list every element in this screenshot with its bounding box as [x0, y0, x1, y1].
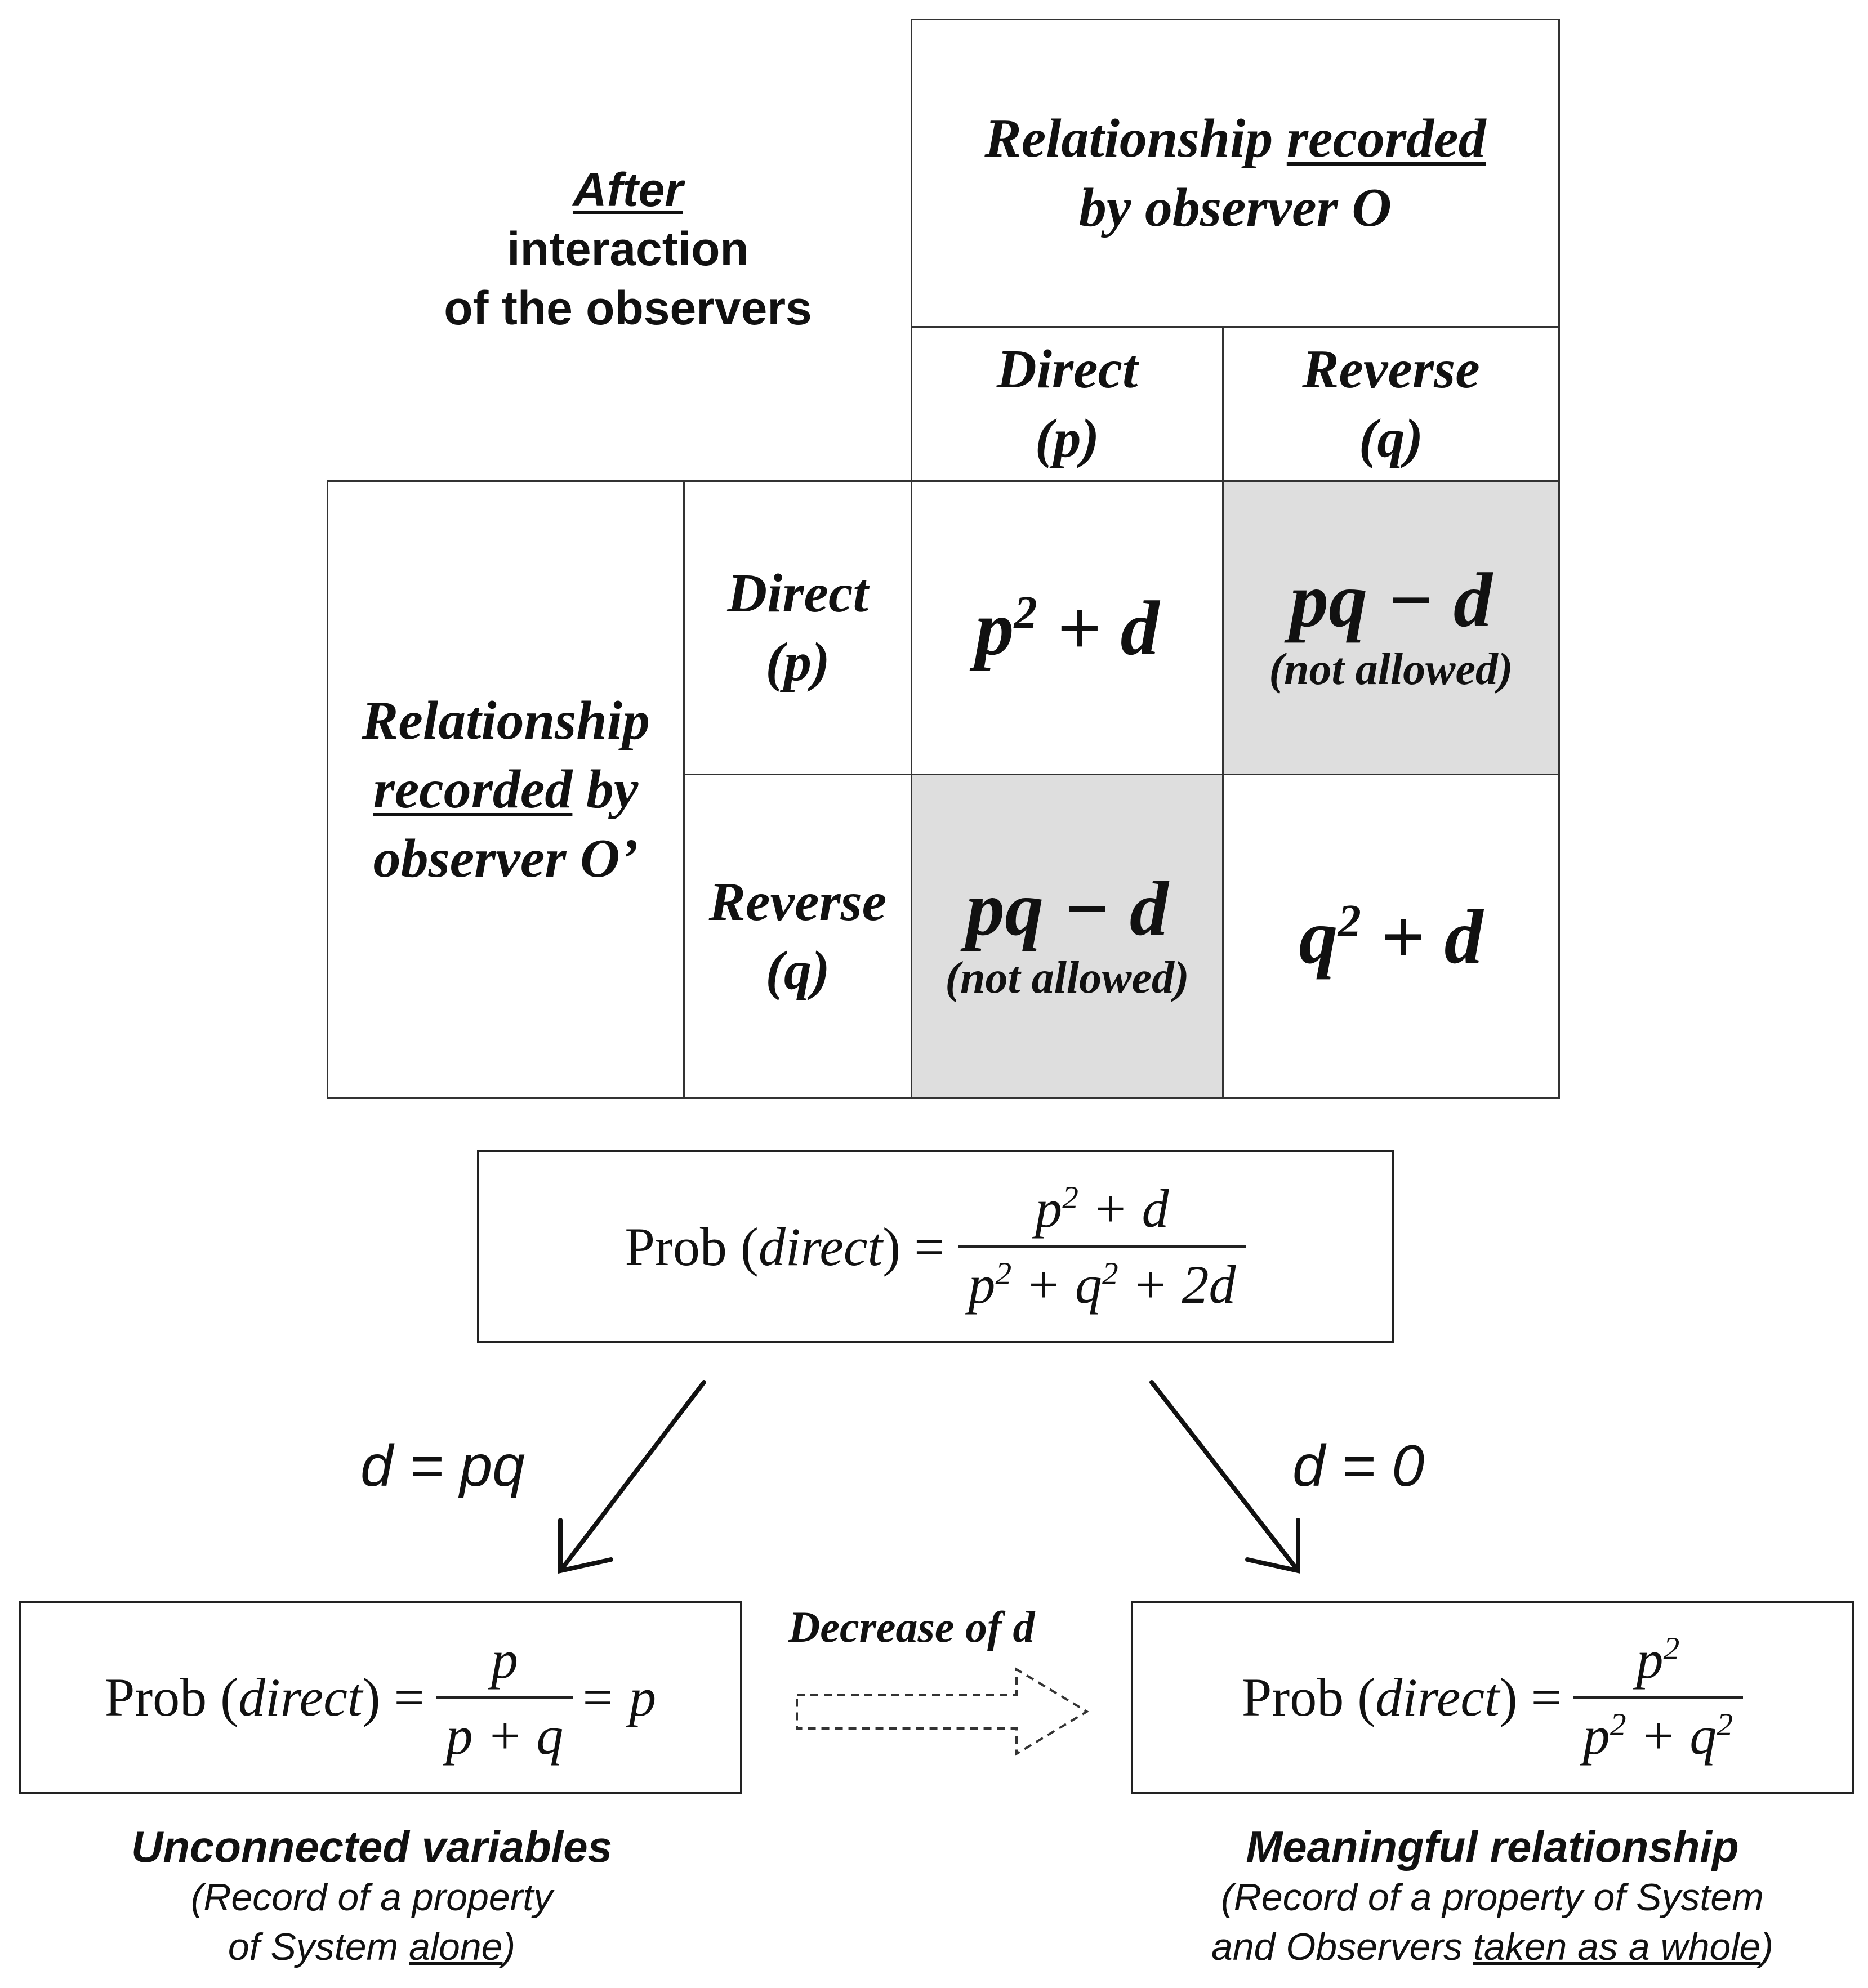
top-num-exp: 2: [1062, 1180, 1078, 1216]
right-formula-direct: direct: [1375, 1667, 1500, 1727]
top-den-exp2: 2: [1102, 1256, 1118, 1292]
left-condition: d = pq: [360, 1433, 525, 1499]
left-caption-sub1: (Record of a property: [190, 1876, 553, 1919]
right-num-p: p: [1636, 1629, 1664, 1690]
left-den: p + q: [435, 1696, 574, 1767]
right-caption-sub1: (Record of a property of System: [1221, 1876, 1764, 1919]
corner-label-after: After: [572, 163, 683, 216]
observer-o-prime-line1: Relationship: [362, 690, 650, 751]
top-den-p: p: [968, 1254, 996, 1315]
right-den-p: p: [1582, 1705, 1610, 1766]
right-formula-lhs: Prob (: [1241, 1667, 1376, 1727]
observer-o-prime-line3: observer O’: [373, 828, 639, 889]
cell-rr-rest: + d: [1361, 893, 1483, 980]
left-formula-box: Prob (direct) = p p + q = p: [19, 1601, 742, 1794]
row-header-direct-label: Direct: [727, 562, 868, 624]
col-header-reverse: Reverse (q): [1222, 326, 1560, 482]
left-formula-lhs: Prob (: [104, 1667, 239, 1727]
corner-label-interaction: interaction: [507, 222, 749, 275]
left-formula-direct: direct: [238, 1667, 363, 1727]
right-caption-whole: taken as a whole: [1473, 1926, 1761, 1969]
top-formula-direct: direct: [758, 1216, 883, 1277]
row-header-reverse-label: Reverse: [708, 871, 887, 932]
corner-label: After interaction of the observers: [394, 160, 862, 338]
top-num-rest: + d: [1078, 1178, 1169, 1239]
right-down-arrow: [1149, 1380, 1300, 1574]
left-caption-title: Unconnected variables: [131, 1822, 612, 1871]
cell-rr-exp: 2: [1338, 894, 1361, 946]
right-den-exp1: 2: [1610, 1706, 1626, 1743]
cell-reverse-direct: pq − d (not allowed): [911, 774, 1224, 1099]
top-den-exp1: 2: [995, 1256, 1012, 1292]
cell-rr-base: q: [1299, 893, 1338, 980]
cell-direct-reverse: pq − d (not allowed): [1222, 480, 1560, 775]
top-formula-fraction: p2 + d p2 + q2 + 2d: [958, 1177, 1246, 1316]
corner-label-observers: of the observers: [444, 282, 812, 334]
top-formula-eq: ) =: [882, 1216, 945, 1277]
col-header-direct-symbol: (p): [1035, 408, 1100, 469]
left-formula: Prob (direct) = p p + q = p: [105, 1628, 656, 1767]
cell-dd-exp: 2: [1014, 586, 1037, 638]
col-header-reverse-label: Reverse: [1302, 339, 1480, 400]
right-formula-box: Prob (direct) = p2 p2 + q2: [1131, 1601, 1854, 1794]
top-num-p: p: [1035, 1178, 1063, 1239]
cell-dd-rest: + d: [1037, 584, 1160, 671]
left-caption-alone: alone: [409, 1926, 503, 1969]
row-header-reverse: Reverse (q): [683, 774, 912, 1099]
right-formula: Prob (direct) = p2 p2 + q2: [1241, 1628, 1744, 1767]
left-num: p: [491, 1629, 518, 1690]
decrease-arrow: [796, 1667, 1089, 1756]
cell-dd-base: p: [975, 584, 1014, 671]
right-caption-sub2-c: ): [1760, 1926, 1773, 1969]
top-den-rest: + 2d: [1118, 1254, 1236, 1315]
cell-reverse-reverse: q2 + d: [1222, 774, 1560, 1099]
cell-rd-note: (not allowed): [945, 953, 1189, 1003]
top-den-q: + q: [1011, 1254, 1102, 1315]
right-caption-sub2-a: and Observers: [1211, 1926, 1473, 1969]
observer-o-header: Relationship recorded by observer O: [911, 19, 1560, 328]
decrease-label: Decrease of d: [788, 1602, 1035, 1651]
cell-direct-direct: p2 + d: [911, 480, 1224, 775]
top-formula-lhs: Prob (: [625, 1216, 759, 1277]
top-formula: Prob (direct) = p2 + d p2 + q2 + 2d: [625, 1177, 1246, 1316]
top-formula-box: Prob (direct) = p2 + d p2 + q2 + 2d: [477, 1150, 1394, 1343]
observer-o-prime-header: Relationship recorded by observer O’: [327, 480, 685, 1099]
left-formula-fraction: p p + q: [435, 1628, 574, 1767]
left-caption-sub2-c: ): [502, 1926, 516, 1969]
left-formula-tail: = p: [579, 1667, 657, 1727]
cell-rd-expr: pq − d: [966, 865, 1169, 951]
left-caption-sub2-a: of System: [228, 1926, 409, 1969]
right-formula-fraction: p2 p2 + q2: [1572, 1628, 1744, 1767]
left-down-arrow: [558, 1380, 706, 1574]
left-caption: Unconnected variables (Record of a prope…: [34, 1821, 710, 1972]
right-den-exp2: 2: [1717, 1706, 1733, 1743]
observer-o-header-line2: by observer O: [1078, 177, 1392, 238]
cell-dr-note: (not allowed): [1269, 645, 1513, 694]
right-den-q: + q: [1626, 1705, 1717, 1766]
right-condition: d = 0: [1292, 1433, 1425, 1499]
observer-o-header-text-a: Relationship: [984, 108, 1287, 169]
right-formula-eq: ) =: [1499, 1667, 1562, 1727]
row-header-reverse-symbol: (q): [765, 940, 830, 1001]
cell-dr-expr: pq − d: [1290, 557, 1492, 643]
right-caption: Meaningful relationship (Record of a pro…: [1126, 1821, 1858, 1972]
observer-o-prime-recorded: recorded: [373, 759, 573, 820]
observer-o-prime-by: by: [572, 759, 639, 820]
left-formula-eq: ) =: [362, 1667, 425, 1727]
observer-o-header-recorded: recorded: [1286, 108, 1486, 169]
right-caption-title: Meaningful relationship: [1246, 1822, 1739, 1871]
col-header-reverse-symbol: (q): [1358, 408, 1424, 469]
row-header-direct-symbol: (p): [765, 632, 830, 693]
col-header-direct-label: Direct: [996, 339, 1138, 400]
right-num-exp: 2: [1663, 1630, 1680, 1667]
